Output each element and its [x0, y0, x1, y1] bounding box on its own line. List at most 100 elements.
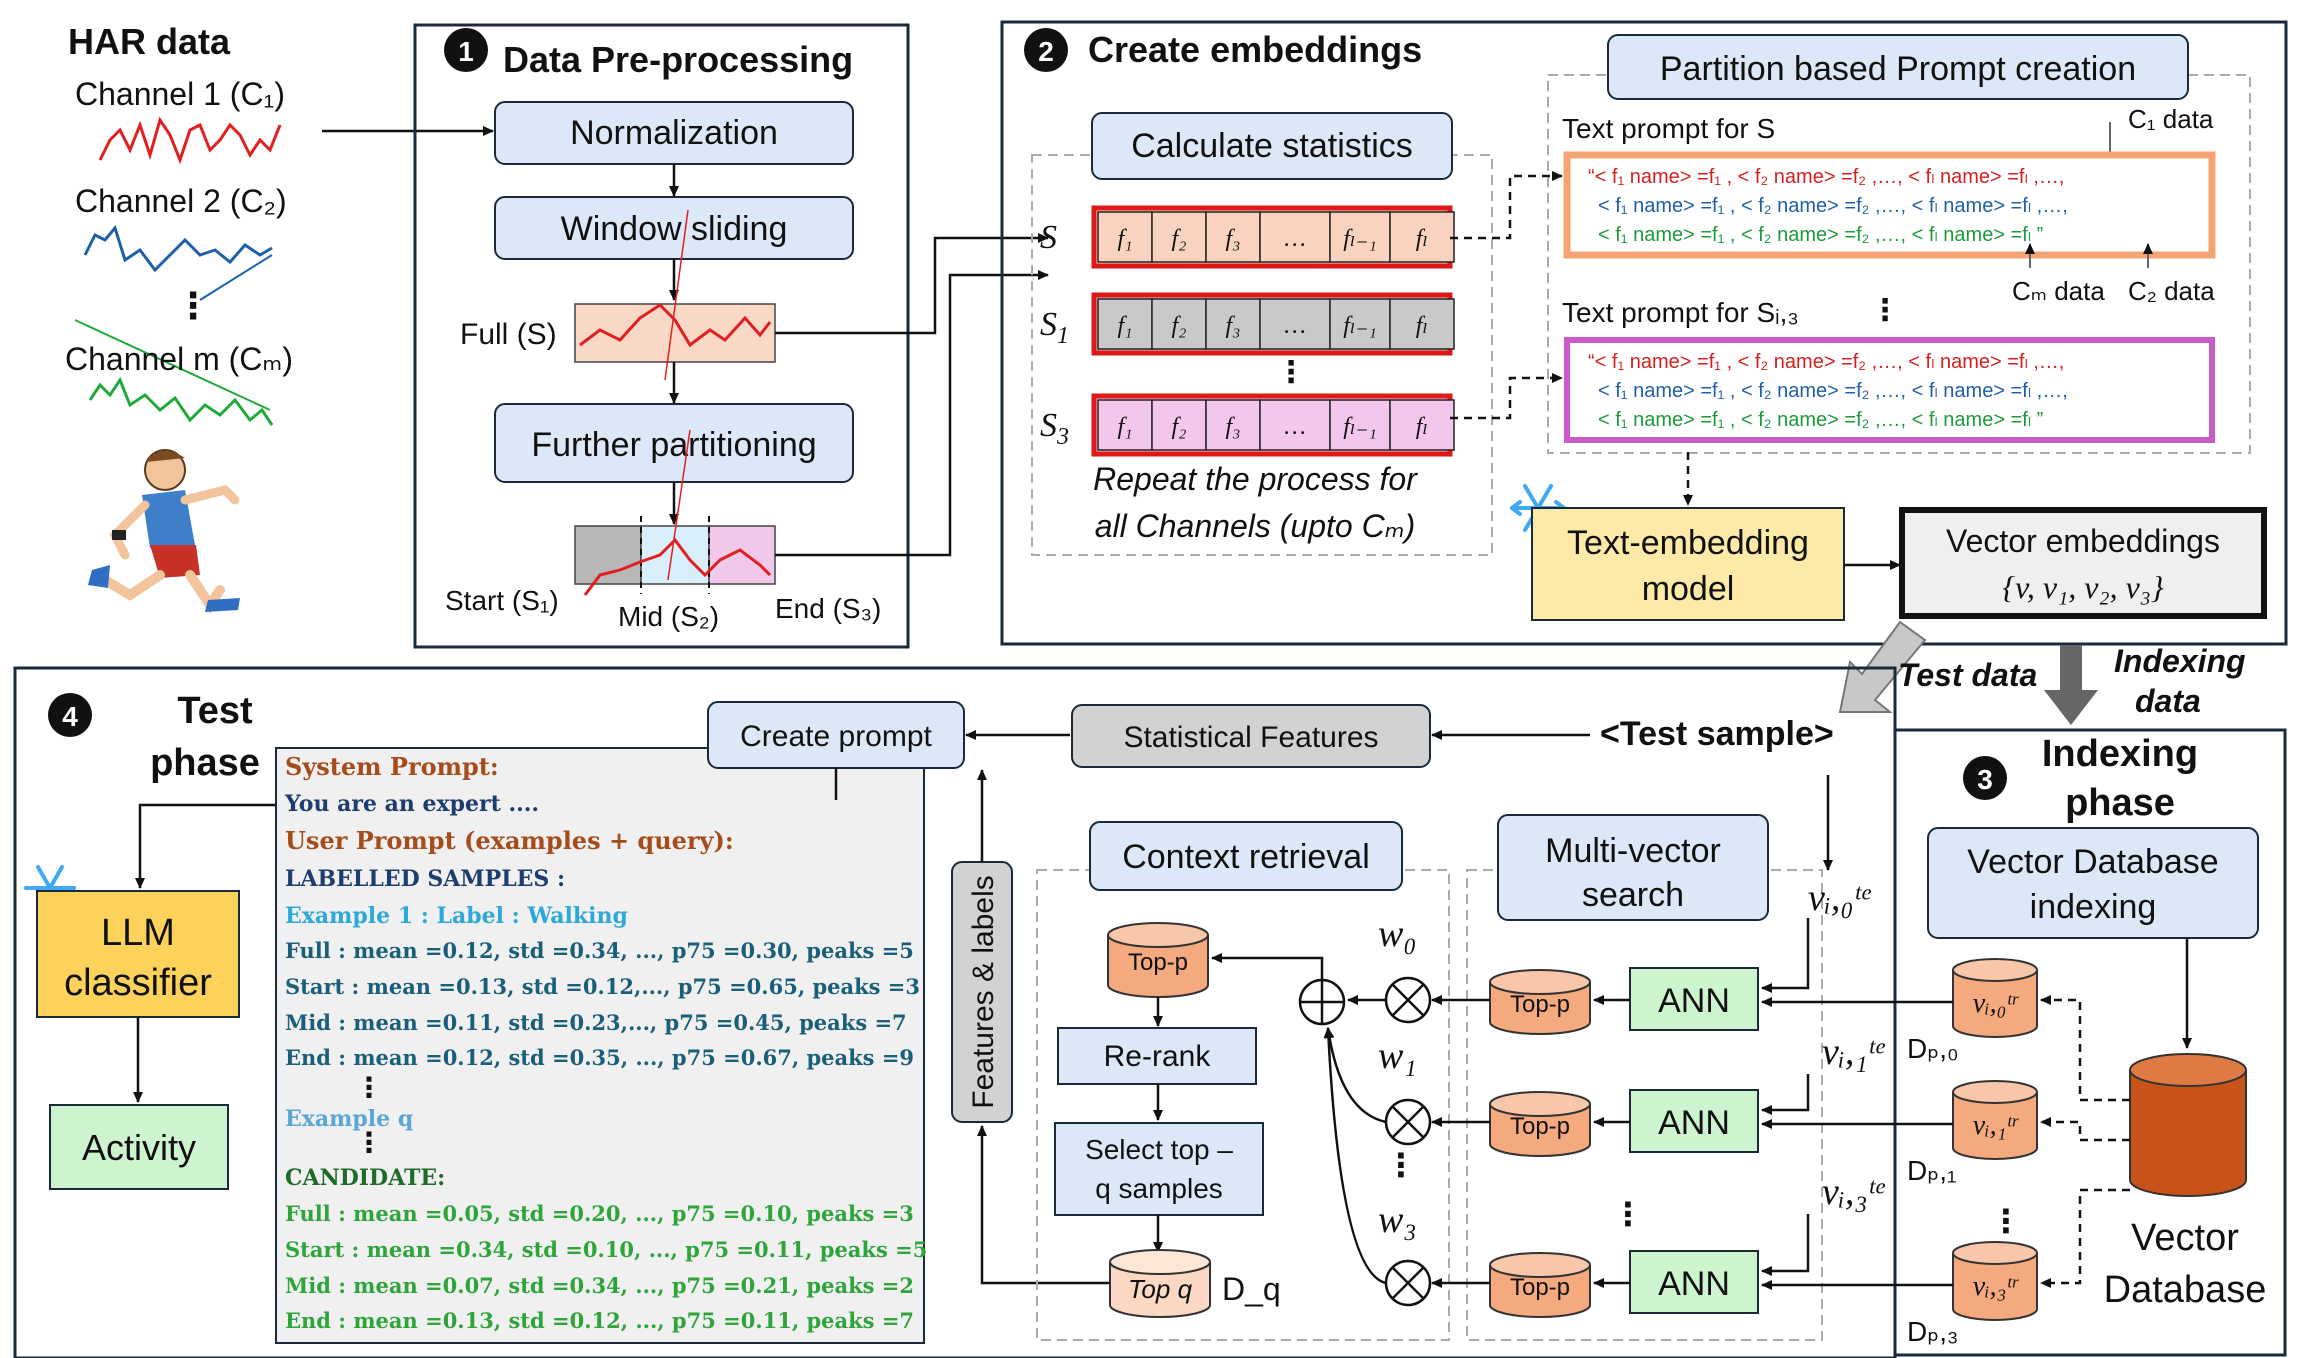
har-title: HAR data	[68, 21, 231, 62]
text-embedding-line-1: Text-embedding	[1567, 524, 1809, 562]
text-prompt-si3-label: Text prompt for Sᵢ,₃	[1562, 297, 1799, 328]
example-q-dots: ⋮	[355, 1127, 383, 1158]
stores-dots: ⋮	[1990, 1203, 2022, 1239]
feature-cell	[1205, 211, 1261, 263]
vdb-indexing-line-1: Vector Database	[1967, 843, 2218, 881]
feature-cell-label: …	[1284, 313, 1305, 339]
prompt-s-line-1: “< f₁ name> =f₁ , < f₂ name> =f₂ ,…, < f…	[1588, 166, 2064, 188]
step4-title-line-1: Test	[177, 690, 253, 732]
labelled-samples-label: LABELLED SAMPLES :	[285, 866, 565, 892]
calc-stats-box	[1091, 112, 1453, 180]
store-value-0: vᵢ,₀ᵗʳ	[1973, 988, 2019, 1019]
example-q-label: Example q	[285, 1106, 413, 1132]
ann-label-1: ANN	[1658, 1104, 1730, 1142]
rerank-label: Re-rank	[1104, 1040, 1212, 1073]
top-p-cylinder-1: Top-p	[1489, 1091, 1591, 1157]
feature-cell	[1389, 399, 1455, 451]
prompt-dots: ⋮	[1870, 294, 1900, 327]
prompt-panel	[275, 747, 925, 1344]
vector-embeddings-label: Vector embeddings	[1946, 523, 2220, 559]
weight-3: w₃	[1378, 1199, 1417, 1241]
feature-cell	[1329, 298, 1391, 350]
features-labels-label: Features & labels	[967, 875, 1000, 1108]
row-s-to-prompt	[1450, 171, 1563, 240]
feature-cell-label: fₗ	[1416, 313, 1429, 339]
feature-cell	[1329, 211, 1391, 263]
text-embedding-line-2: model	[1642, 570, 1735, 608]
example-1-mid: Mid : mean =0.11, std =0.23,..., p75 =0.…	[285, 1010, 907, 1035]
weight-0: w₀	[1378, 913, 1417, 955]
statistical-features-label: Statistical Features	[1123, 721, 1378, 754]
user-prompt-label: User Prompt (examples + query):	[285, 826, 734, 855]
ann-label-0: ANN	[1658, 982, 1730, 1020]
step3-title-line-1: Indexing	[2042, 733, 2198, 775]
top-q-cylinder: Top q	[1109, 1249, 1211, 1318]
channel-m-label: Channel m (Cₘ)	[65, 341, 293, 377]
mid-label: Mid (S₂)	[618, 601, 719, 632]
llm-line-2: classifier	[64, 962, 212, 1004]
step3-number: 3	[1977, 764, 1993, 795]
test-data-label: Test data	[1898, 657, 2037, 693]
step3-panel: 3 Indexing phase Vector Database indexin…	[1761, 728, 2287, 1357]
vector-database-line-2: Database	[2104, 1269, 2267, 1311]
partition-prompt-box	[1607, 34, 2189, 100]
cm-data-label: Cₘ data	[2012, 276, 2105, 306]
c2-data-label: C₂ data	[2128, 276, 2215, 306]
ann-label-2: ANN	[1658, 1265, 1730, 1303]
feature-cell	[1151, 399, 1207, 451]
candidate-label: CANDIDATE:	[285, 1165, 445, 1191]
top-p-label-1: Top-p	[1510, 1113, 1570, 1140]
c1-data-label: C₁ data	[2128, 104, 2214, 134]
feature-cell	[1259, 211, 1331, 263]
top-p-cylinder-main: Top-p	[1107, 922, 1209, 998]
create-prompt-label: Create prompt	[740, 720, 932, 753]
row-s3-to-prompt	[1450, 373, 1563, 420]
repeat-line-1: Repeat the process for	[1093, 461, 1418, 497]
top-p-label-0: Top-p	[1510, 991, 1570, 1018]
prompt-si3-line-1: “< f₁ name> =f₁ , < f₂ name> =f₂ ,…, < f…	[1588, 351, 2064, 373]
further-partitioning-label: Further partitioning	[531, 426, 816, 464]
activity-label: Activity	[82, 1127, 196, 1168]
query-1: vᵢ,₁ᵗᵉ	[1822, 1031, 1886, 1073]
topq-to-features-arrow	[977, 1125, 1110, 1285]
text-prompt-s-label: Text prompt for S	[1562, 113, 1775, 144]
har-data-section: HAR data Channel 1 (C₁) Channel 2 (C₂) ⋮…	[65, 21, 293, 615]
indexing-data-line-1: Indexing	[2114, 643, 2246, 679]
feature-cell	[1151, 298, 1207, 350]
window-sliding-label: Window sliding	[561, 210, 788, 248]
candidate-end: End : mean =0.13, std =0.12, ..., p75 =0…	[285, 1308, 914, 1333]
feature-cell	[1259, 298, 1331, 350]
vector-database-cylinder	[2129, 1053, 2247, 1197]
feature-row-label-1: S1	[1040, 306, 1069, 349]
har-dots: ⋮	[175, 285, 211, 326]
system-prompt-label: System Prompt:	[285, 752, 499, 781]
store-label-1: Dₚ,₁	[1907, 1155, 1956, 1186]
step1-panel: 1 Data Pre-processing Normalization Wind…	[413, 23, 910, 649]
ann-box-2	[1629, 1250, 1759, 1314]
feature-cell	[1389, 211, 1455, 263]
text-embedding-box	[1531, 507, 1845, 621]
feature-cell	[1329, 399, 1391, 451]
activity-box	[49, 1104, 229, 1190]
step2-title: Create embeddings	[1088, 29, 1422, 70]
step1-title: Data Pre-processing	[503, 39, 853, 80]
start-label: Start (S₁)	[445, 585, 559, 616]
context-retrieval-label: Context retrieval	[1122, 838, 1370, 876]
test-sample-label: <Test sample>	[1600, 715, 1834, 753]
llm-line-1: LLM	[101, 912, 175, 954]
top-p-main-label: Top-p	[1128, 949, 1188, 976]
feature-cell-label: fₗ₋₁	[1343, 414, 1377, 440]
vdb-indexing-box	[1927, 827, 2259, 939]
partitions-to-s-arrow	[775, 270, 1049, 557]
step4-number: 4	[62, 701, 78, 732]
feature-cell-label: f₂	[1171, 313, 1186, 339]
normalization-label: Normalization	[570, 114, 778, 152]
channel-2-label: Channel 2 (C₂)	[75, 183, 287, 219]
candidate-mid: Mid : mean =0.07, std =0.34, ..., p75 =0…	[285, 1273, 914, 1298]
query-3: vᵢ,₃ᵗᵉ	[1822, 1171, 1886, 1213]
